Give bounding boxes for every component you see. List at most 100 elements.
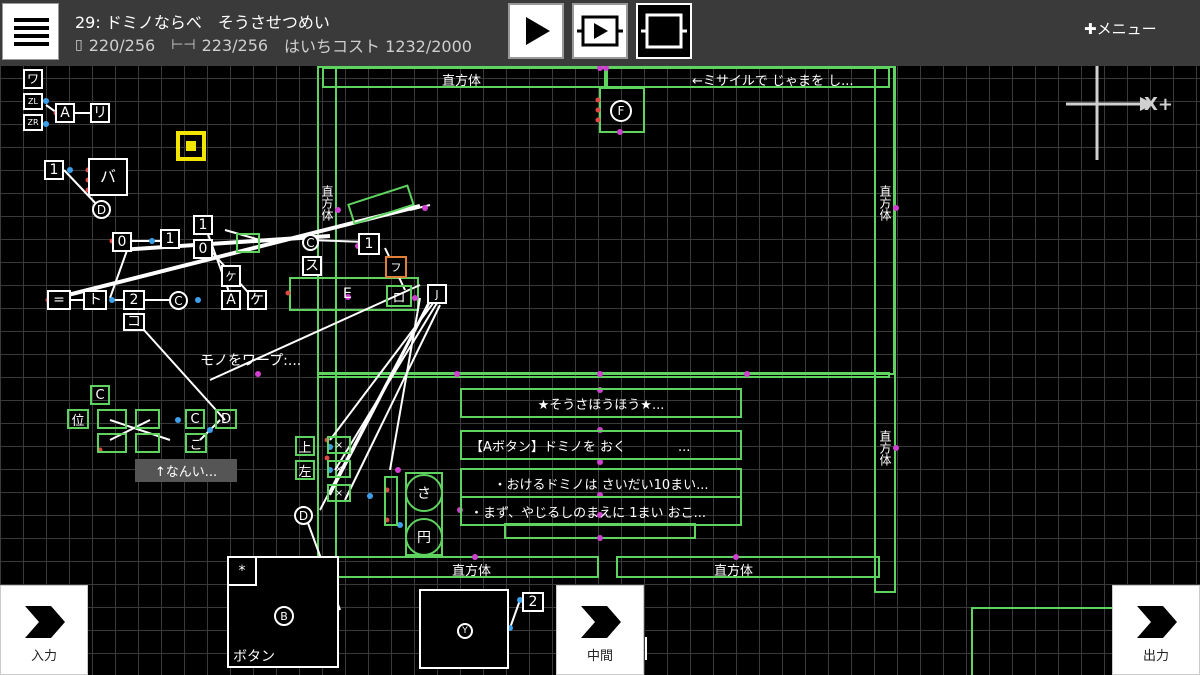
node-green-mid2[interactable] [135,409,160,429]
node-su[interactable]: ス [302,256,322,276]
middle-label: 中間 [586,649,613,664]
node-green-small[interactable]: ロ [386,285,412,307]
node-x-3[interactable]: × [327,484,351,502]
frame-right-bar [874,66,896,593]
node-zr[interactable]: ZR [23,114,43,131]
node-j[interactable]: J [427,284,447,304]
node-f-circle[interactable]: F [610,100,632,122]
node-zl[interactable]: ZL [23,93,43,110]
node-x-1[interactable]: × [327,436,351,454]
node-ba[interactable]: バ [88,158,128,196]
note-line-3[interactable]: ・まず、やじるしのまえに 1まい おこ... [460,496,742,526]
node-c-box-2[interactable]: C [185,409,205,429]
frame-corner-box [971,607,1200,675]
selection-marker[interactable] [176,131,206,161]
note-line-1[interactable]: 【Aボタン】ドミノを おく ... [460,430,742,460]
label-warp[interactable]: モノをワープ:... [200,353,302,369]
frame-bottom-right-bar [616,556,880,578]
tilted-node [347,184,415,226]
middle-button[interactable]: 中間 [556,585,644,675]
frame-top-box [317,66,895,375]
plus-icon: ✚ [1084,20,1097,38]
top-bar: 29: ドミノならべ そうさせつめい ▯ 220/256 ⊢⊣ 223/256 … [0,0,1200,66]
node-zero-b[interactable]: 0 [193,239,213,259]
node-green-mid1[interactable] [97,409,127,429]
frame-label-left: 直方体 [320,185,334,221]
parts-count: 220/256 [88,35,156,55]
node-a[interactable]: A [55,103,75,123]
step-play-icon [577,15,623,47]
node-ue[interactable]: 上 [295,436,315,456]
frame-label-top-left: 直方体 [442,74,482,89]
frame-top-right-bar [606,67,890,88]
node-green-tall[interactable] [384,476,398,526]
frame-label-top-right: ←ミサイルで じゃまを し... [692,74,854,89]
hint-label[interactable]: ↑なんい... [135,459,237,482]
node-to[interactable]: ト [83,290,107,310]
node-x-2[interactable]: × [327,460,351,478]
node-c-box[interactable]: C [90,385,110,405]
node-green-box[interactable] [236,233,260,253]
button-node-star: * [229,558,257,586]
port-dots [255,65,899,560]
node-ke[interactable]: ケ [247,290,267,310]
button-node[interactable]: * B ボタン [227,556,339,668]
frame-label-right-top: 直方体 [878,185,892,221]
input-button[interactable]: 入力 [0,585,88,675]
node-a2[interactable]: A [221,290,241,310]
node-d-circle[interactable]: D [92,200,111,219]
node-c-circle[interactable]: C [302,234,319,251]
node-wa[interactable]: ワ [23,69,43,89]
play-icon [526,17,550,45]
chevron-right-icon [25,606,65,638]
node-two-b[interactable]: 2 [522,592,544,612]
axis-x-label: X+ [1144,94,1173,115]
node-hidari[interactable]: 左 [295,460,315,480]
node-pos[interactable]: 位 [67,409,89,429]
node-one-b[interactable]: 1 [160,229,180,249]
node-one-a[interactable]: 1 [44,160,64,180]
node-one-d[interactable]: 1 [358,233,380,255]
node-green-mid3[interactable] [97,433,127,453]
y-node[interactable]: Y [419,589,509,669]
node-orange[interactable]: フ [385,256,407,278]
node-e-label[interactable]: E [343,286,352,302]
node-ko[interactable]: コ [123,313,145,331]
output-label: 出力 [1142,649,1169,664]
node-one-c[interactable]: 1 [193,215,213,235]
button-node-label: ボタン [233,649,275,665]
frame-label-right-bottom: 直方体 [878,430,892,466]
node-ko2[interactable]: こ [185,433,207,453]
parts-icon: ▯ [75,37,83,53]
page-title: 29: ドミノならべ そうさせつめい [75,13,330,32]
node-ri[interactable]: リ [90,103,110,123]
button-node-b-circle: B [274,606,294,626]
wires-count: 223/256 [201,35,269,55]
frame-top-left-bar [322,67,606,88]
cost-text: はいちコスト 1232/2000 [284,37,472,56]
node-c-circle-2[interactable]: C [169,291,188,310]
play-button[interactable] [508,3,564,59]
note-heading[interactable]: ★そうさほうほう★... [460,388,742,418]
frame-view-button[interactable] [636,3,692,59]
node-ke-top[interactable]: ケ [221,265,241,287]
node-d-box[interactable]: D [215,409,237,429]
node-eq[interactable]: = [47,290,71,310]
chevron-right-icon [1137,606,1177,638]
node-two[interactable]: 2 [123,290,145,310]
node-sa-en-frame [405,472,443,556]
step-play-button[interactable] [572,3,628,59]
node-d-circle-2[interactable]: D [294,506,313,525]
frame-label-bottom-right: 直方体 [714,564,754,579]
menu-link[interactable]: ✚メニュー [1084,20,1157,38]
node-zero-a[interactable]: 0 [112,232,132,252]
output-button[interactable]: 出力 [1112,585,1200,675]
chevron-right-icon [581,606,621,638]
node-green-mid4[interactable] [135,433,160,453]
input-label: 入力 [30,649,57,664]
stats-bar: ▯ 220/256 ⊢⊣ 223/256 はいちコスト 1232/2000 [75,33,472,57]
note-line-2[interactable]: ・おけるドミノは さいだい10まい... [460,468,742,498]
hamburger-button[interactable] [2,3,59,60]
